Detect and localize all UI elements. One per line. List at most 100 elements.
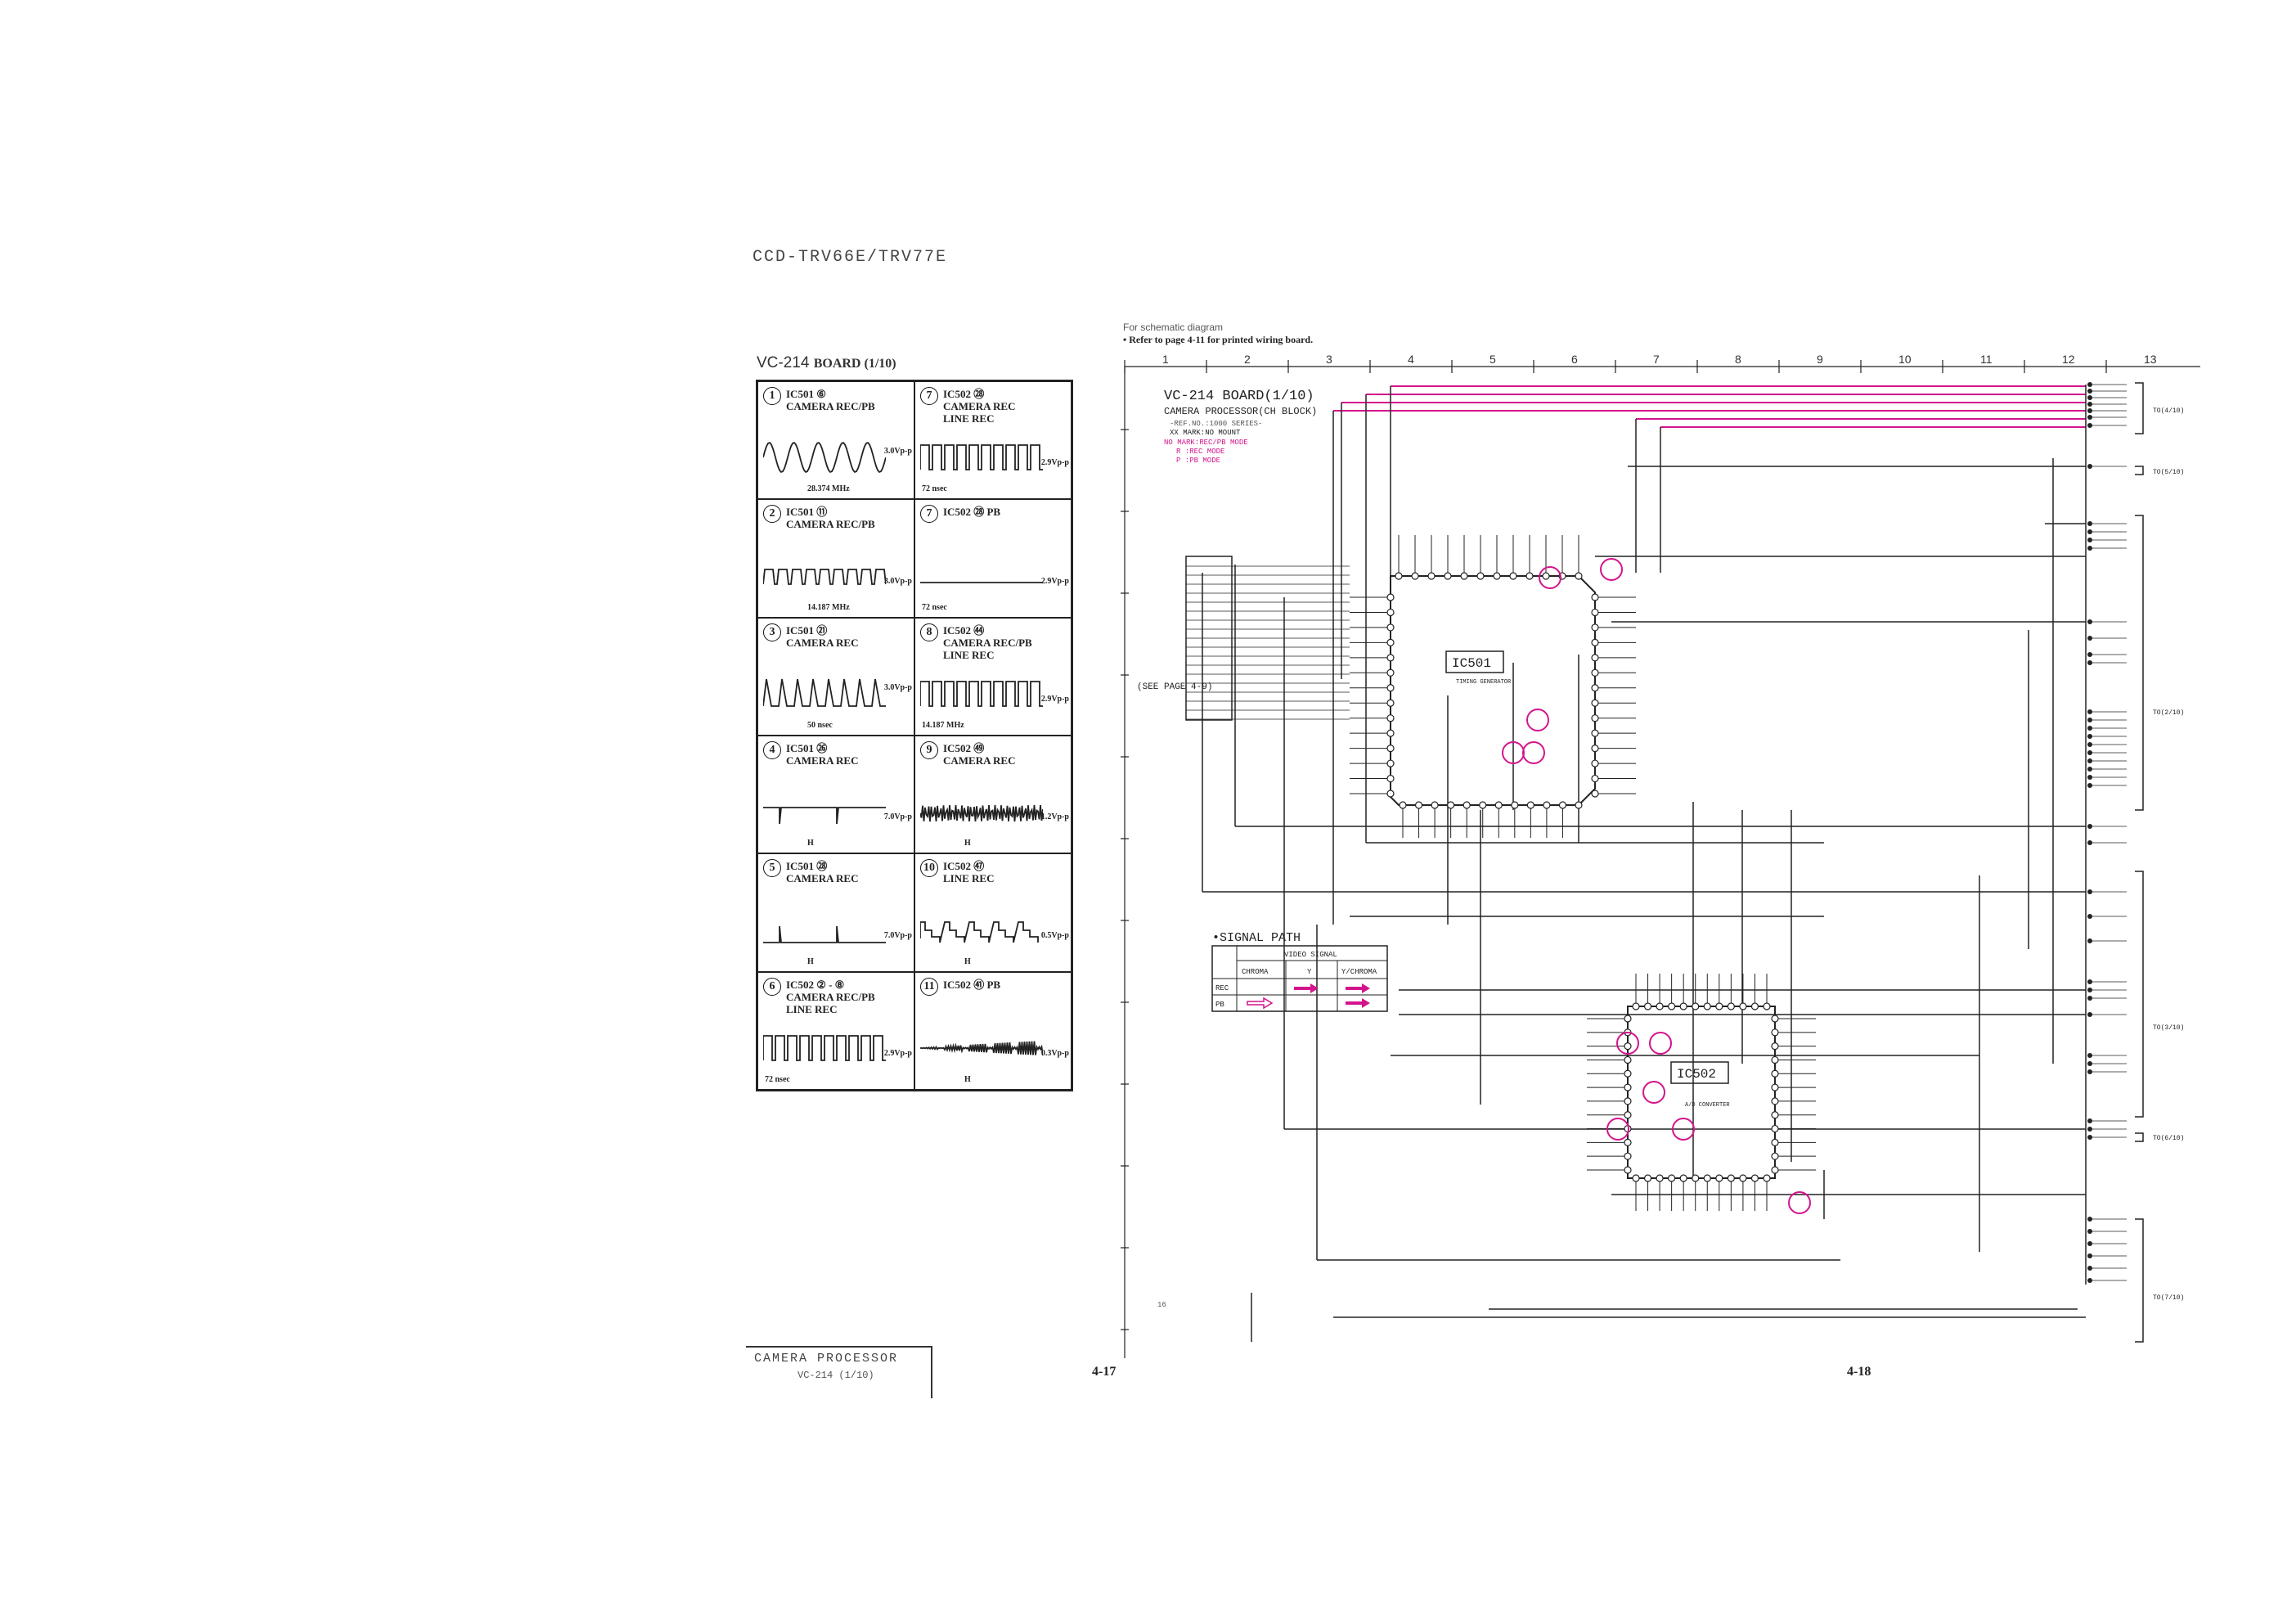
waveform-amplitude: 7.0Vp-p: [883, 812, 912, 822]
connector-label-5: TO(6/10): [2153, 1135, 2184, 1142]
waveform-cell: 9 IC502 ㊾ CAMERA REC 1.2Vp-p H: [914, 735, 1072, 854]
schematic-subtitle: CAMERA PROCESSOR(CH BLOCK): [1164, 406, 1317, 417]
see-page-label: (SEE PAGE 4-9): [1137, 682, 1212, 692]
waveform-label: IC501 ⑥ CAMERA REC/PB: [786, 388, 875, 412]
waveform-cell: 3 IC501 ㉑ CAMERA REC 3.0Vp-p 50 nsec: [757, 617, 914, 736]
waveform-number: 6: [763, 977, 781, 996]
column-label: 11: [1980, 353, 1993, 366]
waveform-label: IC501 ㉘ CAMERA REC: [786, 860, 859, 885]
column-label: 1: [1162, 353, 1169, 366]
waveform-table: 1 IC501 ⑥ CAMERA REC/PB 3.0Vp-p 28.374 M…: [756, 380, 1073, 1091]
waveform-number: 10: [920, 859, 938, 878]
waveform-number: 7: [920, 387, 938, 405]
schematic-mode-r: R :REC MODE: [1176, 448, 1224, 456]
signal-col-chroma: CHROMA: [1242, 968, 1269, 976]
ic502-label: IC502: [1677, 1067, 1716, 1082]
waveform-timebase: 72 nsec: [922, 602, 947, 612]
waveform-amplitude: 2.9Vp-p: [1040, 694, 1069, 704]
ic502-function: A/D CONVERTER: [1685, 1102, 1730, 1109]
schematic-note: For schematic diagram: [1123, 322, 1224, 333]
waveform-trace: [920, 920, 1039, 943]
page-number-left: 4-17: [1092, 1365, 1117, 1379]
waveform-cell: 1 IC501 ⑥ CAMERA REC/PB 3.0Vp-p 28.374 M…: [757, 381, 914, 500]
waveform-cell: 7 IC502 ㉘ CAMERA REC LINE REC 2.9Vp-p 72…: [914, 381, 1072, 500]
waveform-timebase: 28.374 MHz: [807, 484, 850, 494]
signal-row-rec: REC: [1215, 984, 1229, 992]
schematic-wires: [1202, 385, 2087, 1342]
waveform-trace: [920, 444, 1043, 471]
connector-label-4: TO(3/10): [2153, 1024, 2184, 1032]
column-label: 4: [1408, 353, 1414, 366]
waveform-number: 1: [763, 387, 781, 405]
waveform-number: 4: [763, 740, 781, 759]
schematic-mode-note: NO MARK:REC/PB MODE: [1164, 439, 1248, 447]
waveform-label: IC502 ㉘ CAMERA REC LINE REC: [943, 388, 1016, 425]
waveform-timebase: 14.187 MHz: [922, 720, 964, 730]
schematic-refer-note: • Refer to page 4-11 for printed wiring …: [1123, 334, 1314, 345]
schematic-page-label: 16: [1157, 1301, 1166, 1309]
waveform-number: 5: [763, 859, 781, 878]
grid-ruler: 12345678910111213ABCDEFGHIJKL: [1121, 353, 2200, 1358]
waveform-number: 11: [920, 977, 938, 996]
waveform-number: 3: [763, 623, 781, 641]
waveform-amplitude: 3.0Vp-p: [883, 447, 912, 457]
waveform-amplitude: 0.3Vp-p: [1040, 1048, 1069, 1058]
signal-path-title: •SIGNAL PATH: [1212, 931, 1301, 945]
waveform-trace: [763, 925, 886, 943]
waveform-label: IC501 ⑪ CAMERA REC/PB: [786, 506, 875, 531]
ic501-function: TIMING GENERATOR: [1456, 679, 1512, 686]
waveform-amplitude: 0.5Vp-p: [1040, 930, 1069, 940]
schematic-ref-no: -REF.NO.:1000 SERIES-: [1170, 420, 1262, 428]
waveform-timebase: H: [964, 1074, 971, 1084]
waveform-trace: [920, 805, 1043, 822]
waveform-timebase: H: [964, 956, 971, 966]
waveform-trace: [763, 1035, 886, 1061]
schematic-title: VC-214 BOARD(1/10): [1164, 389, 1314, 404]
right-connectors: [2135, 382, 2144, 1343]
column-label: 10: [1898, 353, 1912, 366]
arrow-pb-ychroma: [1346, 998, 1370, 1008]
board-title-suffix: BOARD (1/10): [813, 357, 896, 371]
waveform-amplitude: 3.0Vp-p: [883, 576, 912, 586]
waveform-cell: 4 IC501 ㉖ CAMERA REC 7.0Vp-p H: [757, 735, 914, 854]
page-number-right: 4-18: [1847, 1365, 1871, 1379]
waveform-trace: [920, 581, 1043, 583]
signal-col-y: Y: [1307, 968, 1312, 976]
connector-label-3: TO(2/10): [2153, 709, 2184, 717]
waveform-number: 9: [920, 740, 938, 759]
model-title: CCD-TRV66E/TRV77E: [753, 248, 948, 267]
column-label: 3: [1326, 353, 1332, 366]
waveform-trace: [763, 442, 886, 474]
test-points: [1502, 558, 1811, 1214]
right-terminal-pins: [2087, 382, 2127, 1283]
waveform-trace: [920, 1041, 1043, 1056]
column-label: 9: [1817, 353, 1823, 366]
footer-box: [746, 1346, 932, 1398]
column-label: 5: [1489, 353, 1496, 366]
waveform-timebase: H: [964, 839, 971, 848]
arrow-rec-ychroma: [1346, 983, 1370, 993]
ic501-block: IC501 TIMING GENERATOR: [1350, 535, 1636, 838]
waveform-amplitude: 1.2Vp-p: [1040, 812, 1069, 822]
waveform-label: IC501 ㉑ CAMERA REC: [786, 623, 859, 649]
ic501-label: IC501: [1452, 656, 1491, 671]
connector-label-2: TO(5/10): [2153, 469, 2184, 476]
waveform-timebase: 72 nsec: [765, 1074, 790, 1084]
waveform-label: IC502 ㊼ LINE REC: [943, 860, 995, 885]
column-label: 8: [1735, 353, 1741, 366]
waveform-label: IC502 ㉘ PB: [943, 506, 1001, 519]
waveform-cell: 8 IC502 ㊹ CAMERA REC/PB LINE REC 2.9Vp-p…: [914, 617, 1072, 736]
waveform-number: 7: [920, 505, 938, 524]
column-label: 7: [1653, 353, 1660, 366]
schematic-mode-p: P :PB MODE: [1176, 457, 1220, 465]
waveform-trace: [763, 678, 886, 707]
waveform-amplitude: 3.0Vp-p: [883, 682, 912, 692]
waveform-amplitude: 2.9Vp-p: [1040, 576, 1069, 586]
waveform-label: IC502 ㊹ CAMERA REC/PB LINE REC: [943, 623, 1032, 661]
signal-video-header: VIDEO SIGNAL: [1284, 951, 1337, 959]
arrow-pb-chroma: [1247, 997, 1274, 1010]
waveform-timebase: 50 nsec: [807, 720, 833, 730]
column-label: 2: [1244, 353, 1251, 366]
waveform-cell: 11 IC502 ㊶ PB 0.3Vp-p H: [914, 971, 1072, 1090]
signal-row-pb: PB: [1215, 1001, 1224, 1009]
